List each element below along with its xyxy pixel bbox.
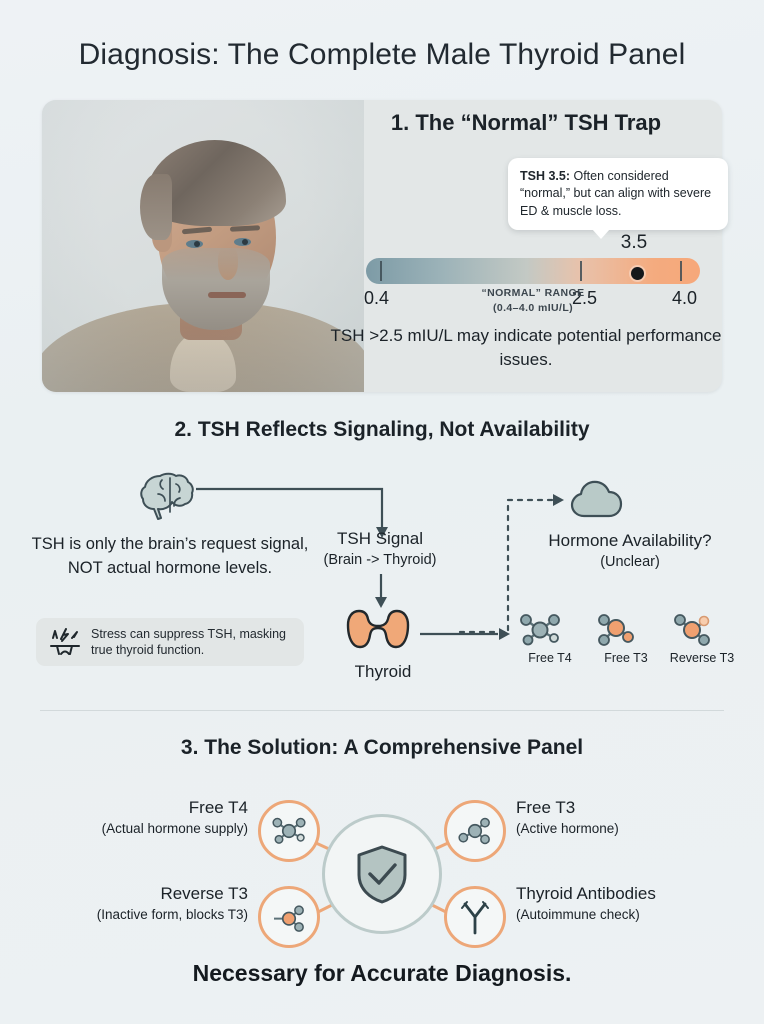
availability-title: Hormone Availability? (548, 531, 712, 550)
molecule-label: Reverse T3 (669, 651, 735, 665)
panel-label-free-t4: Free T4 (Actual hormone supply) (10, 798, 248, 837)
panel-sub: (Inactive form, blocks T3) (96, 906, 248, 922)
tick-mid (580, 261, 582, 281)
tick-max (680, 261, 682, 281)
signal-to-thyroid-arrow (375, 574, 387, 608)
range-sub: (0.4–4.0 mIU/L) (492, 302, 574, 315)
brain-icon (140, 470, 200, 522)
panel-sub: (Autoimmune check) (516, 906, 640, 922)
tooltip-lead: TSH 3.5: (520, 169, 571, 183)
dashed-availability-path (458, 494, 564, 634)
hormone-availability-label: Hormone Availability? (Unclear) (510, 530, 750, 572)
tsh-value-marker (631, 267, 644, 280)
panel-name: Free T4 (188, 798, 248, 817)
scale-label-max: 4.0 (672, 288, 698, 308)
thyroid-label: Thyroid (354, 662, 412, 681)
thyroid-icon (345, 608, 411, 660)
molecule-free-t4: Free T4 (516, 610, 584, 665)
section-2-left-text: TSH is only the brain’s request signal, … (31, 535, 309, 578)
molecule-row: Free T4 Free T3 Reverse T3 (516, 610, 736, 665)
tsh-tooltip: TSH 3.5: Often considered “normal,” but … (508, 158, 728, 239)
panel-node-free-t4[interactable] (258, 800, 320, 862)
panel-node-antibody[interactable] (444, 886, 506, 948)
normal-range-caption: “NORMAL” RANGE (0.4–4.0 mIU/L) (366, 286, 700, 316)
panel-name: Reverse T3 (160, 884, 248, 903)
range-label: “NORMAL” RANGE (481, 287, 585, 299)
panel-node-free-t3[interactable] (444, 800, 506, 862)
section-3-heading: 3. The Solution: A Comprehensive Panel (180, 736, 584, 759)
panel-label-reverse-t3: Reverse T3 (Inactive form, blocks T3) (10, 884, 248, 923)
section-1-card (42, 100, 722, 392)
tsh-gradient-track (366, 258, 700, 284)
shield-check-icon (322, 814, 442, 934)
section-1-heading: 1. The “Normal” TSH Trap (390, 110, 662, 135)
molecule-free-t3: Free T3 (592, 610, 660, 665)
tsh-signal-sub: (Brain -> Thyroid) (323, 552, 437, 569)
brain-to-signal-arrow (196, 487, 388, 538)
scale-label-mid: 2.5 (572, 288, 598, 308)
panel-node-reverse-t3[interactable] (258, 886, 320, 948)
stress-note-text: Stress can suppress TSH, masking true th… (91, 626, 286, 658)
tsh-scale-bar (366, 258, 700, 284)
section-divider (40, 710, 724, 711)
molecule-label: Free T4 (528, 651, 572, 665)
tsh-signal-label: TSH Signal (Brain -> Thyroid) (292, 528, 468, 570)
stress-note-box: Stress can suppress TSH, masking true th… (36, 618, 304, 666)
panel-label-free-t3: Free T3 (Active hormone) (516, 798, 756, 837)
panel-label-antibodies: Thyroid Antibodies (Autoimmune check) (516, 884, 756, 923)
section-1-footnote: TSH >2.5 mIU/L may indicate potential pe… (330, 326, 722, 370)
panel-name: Free T3 (516, 798, 576, 817)
molecule-label: Free T3 (604, 651, 648, 665)
molecule-reverse-t3: Reverse T3 (668, 610, 736, 665)
cloud-icon (568, 478, 630, 520)
portrait-photo (42, 100, 364, 392)
stress-icon (48, 627, 82, 657)
availability-sub: (Unclear) (600, 554, 660, 571)
panel-name: Thyroid Antibodies (516, 884, 656, 903)
panel-sub: (Actual hormone supply) (101, 820, 248, 836)
tooltip-text: Often considered “normal,” but can align… (520, 169, 712, 218)
tsh-marker-value: 3.5 (620, 232, 648, 253)
section-2-heading: 2. TSH Reflects Signaling, Not Availabil… (174, 418, 590, 441)
page-title: Diagnosis: The Complete Male Thyroid Pan… (78, 38, 686, 71)
scale-label-min: 0.4 (364, 288, 390, 308)
tsh-signal-title: TSH Signal (337, 529, 423, 548)
panel-sub: (Active hormone) (516, 820, 619, 836)
tick-min (380, 261, 382, 281)
tagline: Necessary for Accurate Diagnosis. (192, 960, 572, 986)
